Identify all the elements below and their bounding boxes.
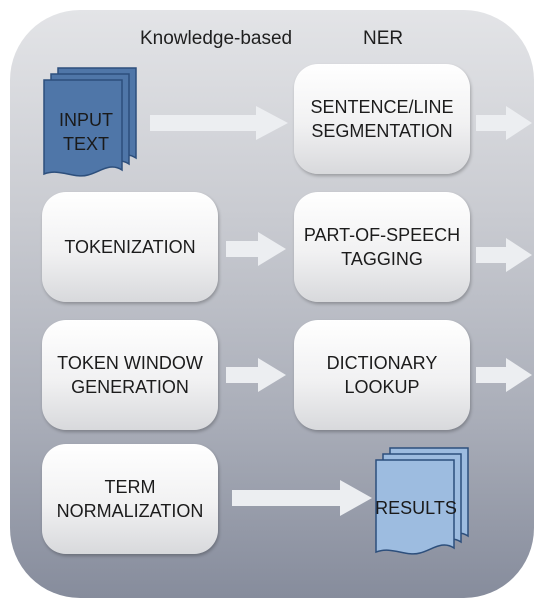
pos-tagging-line1: PART-OF-SPEECH <box>303 225 461 245</box>
term-normalization-box: TERM NORMALIZATION <box>42 444 218 554</box>
pos-tagging-box: PART-OF-SPEECH TAGGING <box>294 192 470 302</box>
input-text-line2: TEXT <box>62 134 109 154</box>
segmentation-line1: SENTENCE/LINE <box>310 97 454 117</box>
arrow-segmentation-out <box>476 106 532 140</box>
input-text-label: INPUT TEXT <box>44 108 128 156</box>
term-normalization-line1: TERM <box>104 477 156 497</box>
pos-tagging-line2: TAGGING <box>341 249 423 269</box>
dictionary-lookup-line2: LOOKUP <box>344 377 420 397</box>
token-window-line2: GENERATION <box>71 377 189 397</box>
tokenization-line1: TOKENIZATION <box>64 237 196 257</box>
results-document-icon <box>375 447 469 555</box>
segmentation-line2: SEGMENTATION <box>311 121 453 141</box>
dictionary-lookup-box: DICTIONARY LOOKUP <box>294 320 470 430</box>
arrow-tokenization-to-pos <box>226 232 286 266</box>
diagram-title-left: Knowledge-based <box>140 28 293 49</box>
results-label: RESULTS <box>374 496 458 520</box>
token-window-box: TOKEN WINDOW GENERATION <box>42 320 218 430</box>
diagram-title-right: NER <box>363 28 404 49</box>
input-text-document-icon <box>43 67 137 177</box>
input-text-line1: INPUT <box>59 110 113 130</box>
arrow-token-window-to-lookup <box>226 358 286 392</box>
term-normalization-line2: NORMALIZATION <box>56 501 204 521</box>
sentence-segmentation-box: SENTENCE/LINE SEGMENTATION <box>294 64 470 174</box>
arrow-pos-out <box>476 238 532 272</box>
tokenization-box: TOKENIZATION <box>42 192 218 302</box>
dictionary-lookup-line1: DICTIONARY <box>326 353 438 373</box>
arrow-normalization-to-results <box>232 480 372 516</box>
arrow-lookup-out <box>476 358 532 392</box>
results-line1: RESULTS <box>375 498 457 518</box>
token-window-line1: TOKEN WINDOW <box>57 353 203 373</box>
arrow-input-to-segmentation <box>150 106 288 140</box>
